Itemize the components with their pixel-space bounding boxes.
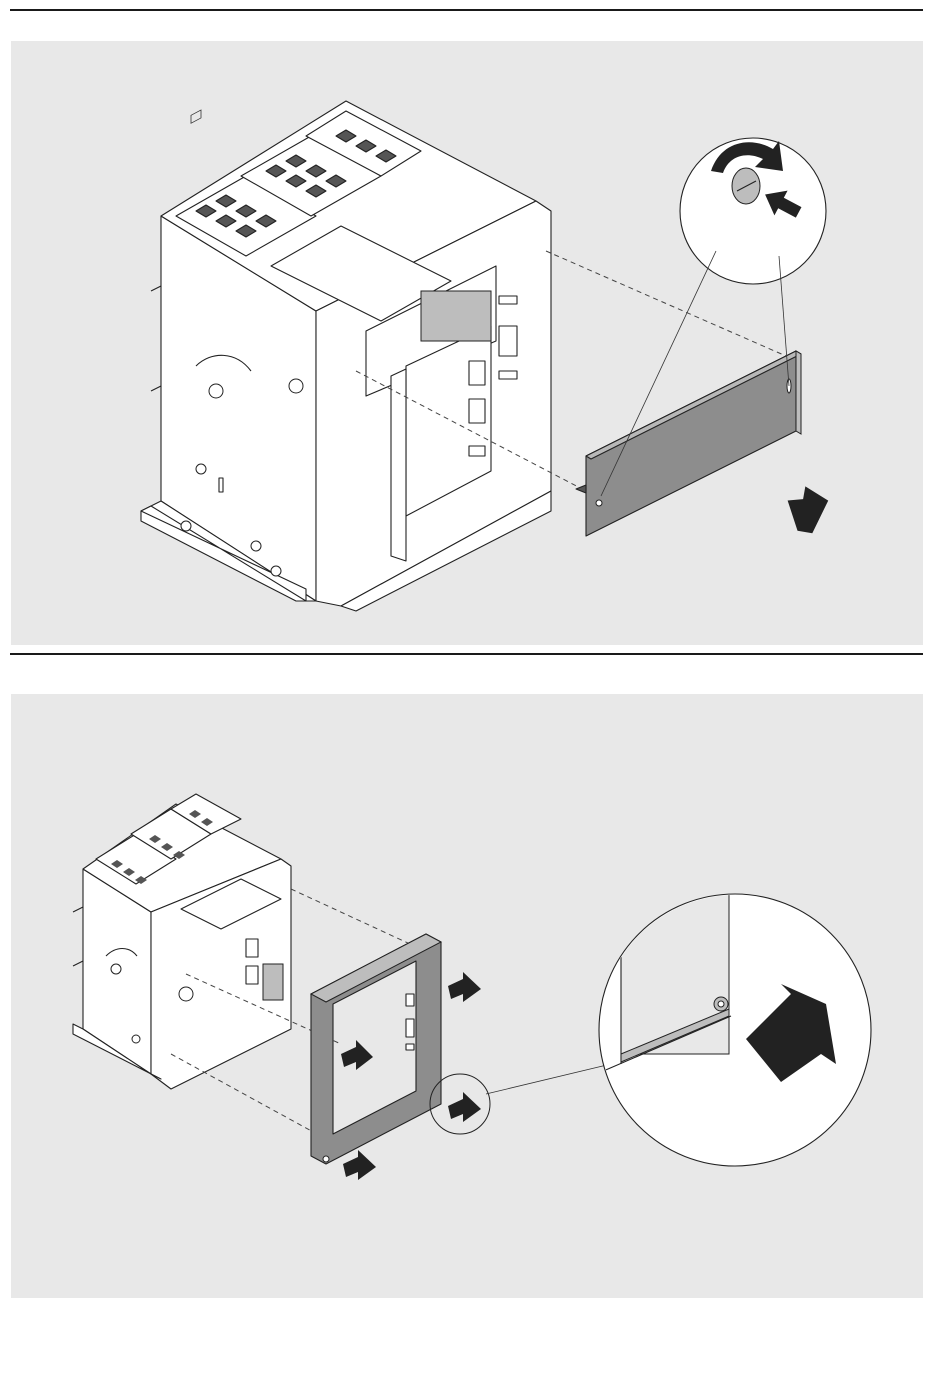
- pull-arrow-icon: [783, 484, 830, 535]
- circuit-breaker-body: [73, 794, 291, 1089]
- figure-1-panel: [11, 41, 923, 645]
- circuit-breaker-body: [141, 101, 551, 611]
- front-cover-plate: [576, 351, 801, 536]
- front-frame: [311, 934, 441, 1164]
- figure-1-illustration: [11, 41, 923, 645]
- magnifier-callout-icon: [599, 874, 871, 1166]
- top-rule: [10, 9, 923, 11]
- figure-2-illustration: [11, 694, 923, 1298]
- middle-rule: [10, 653, 923, 655]
- figure-2-panel: [11, 694, 923, 1298]
